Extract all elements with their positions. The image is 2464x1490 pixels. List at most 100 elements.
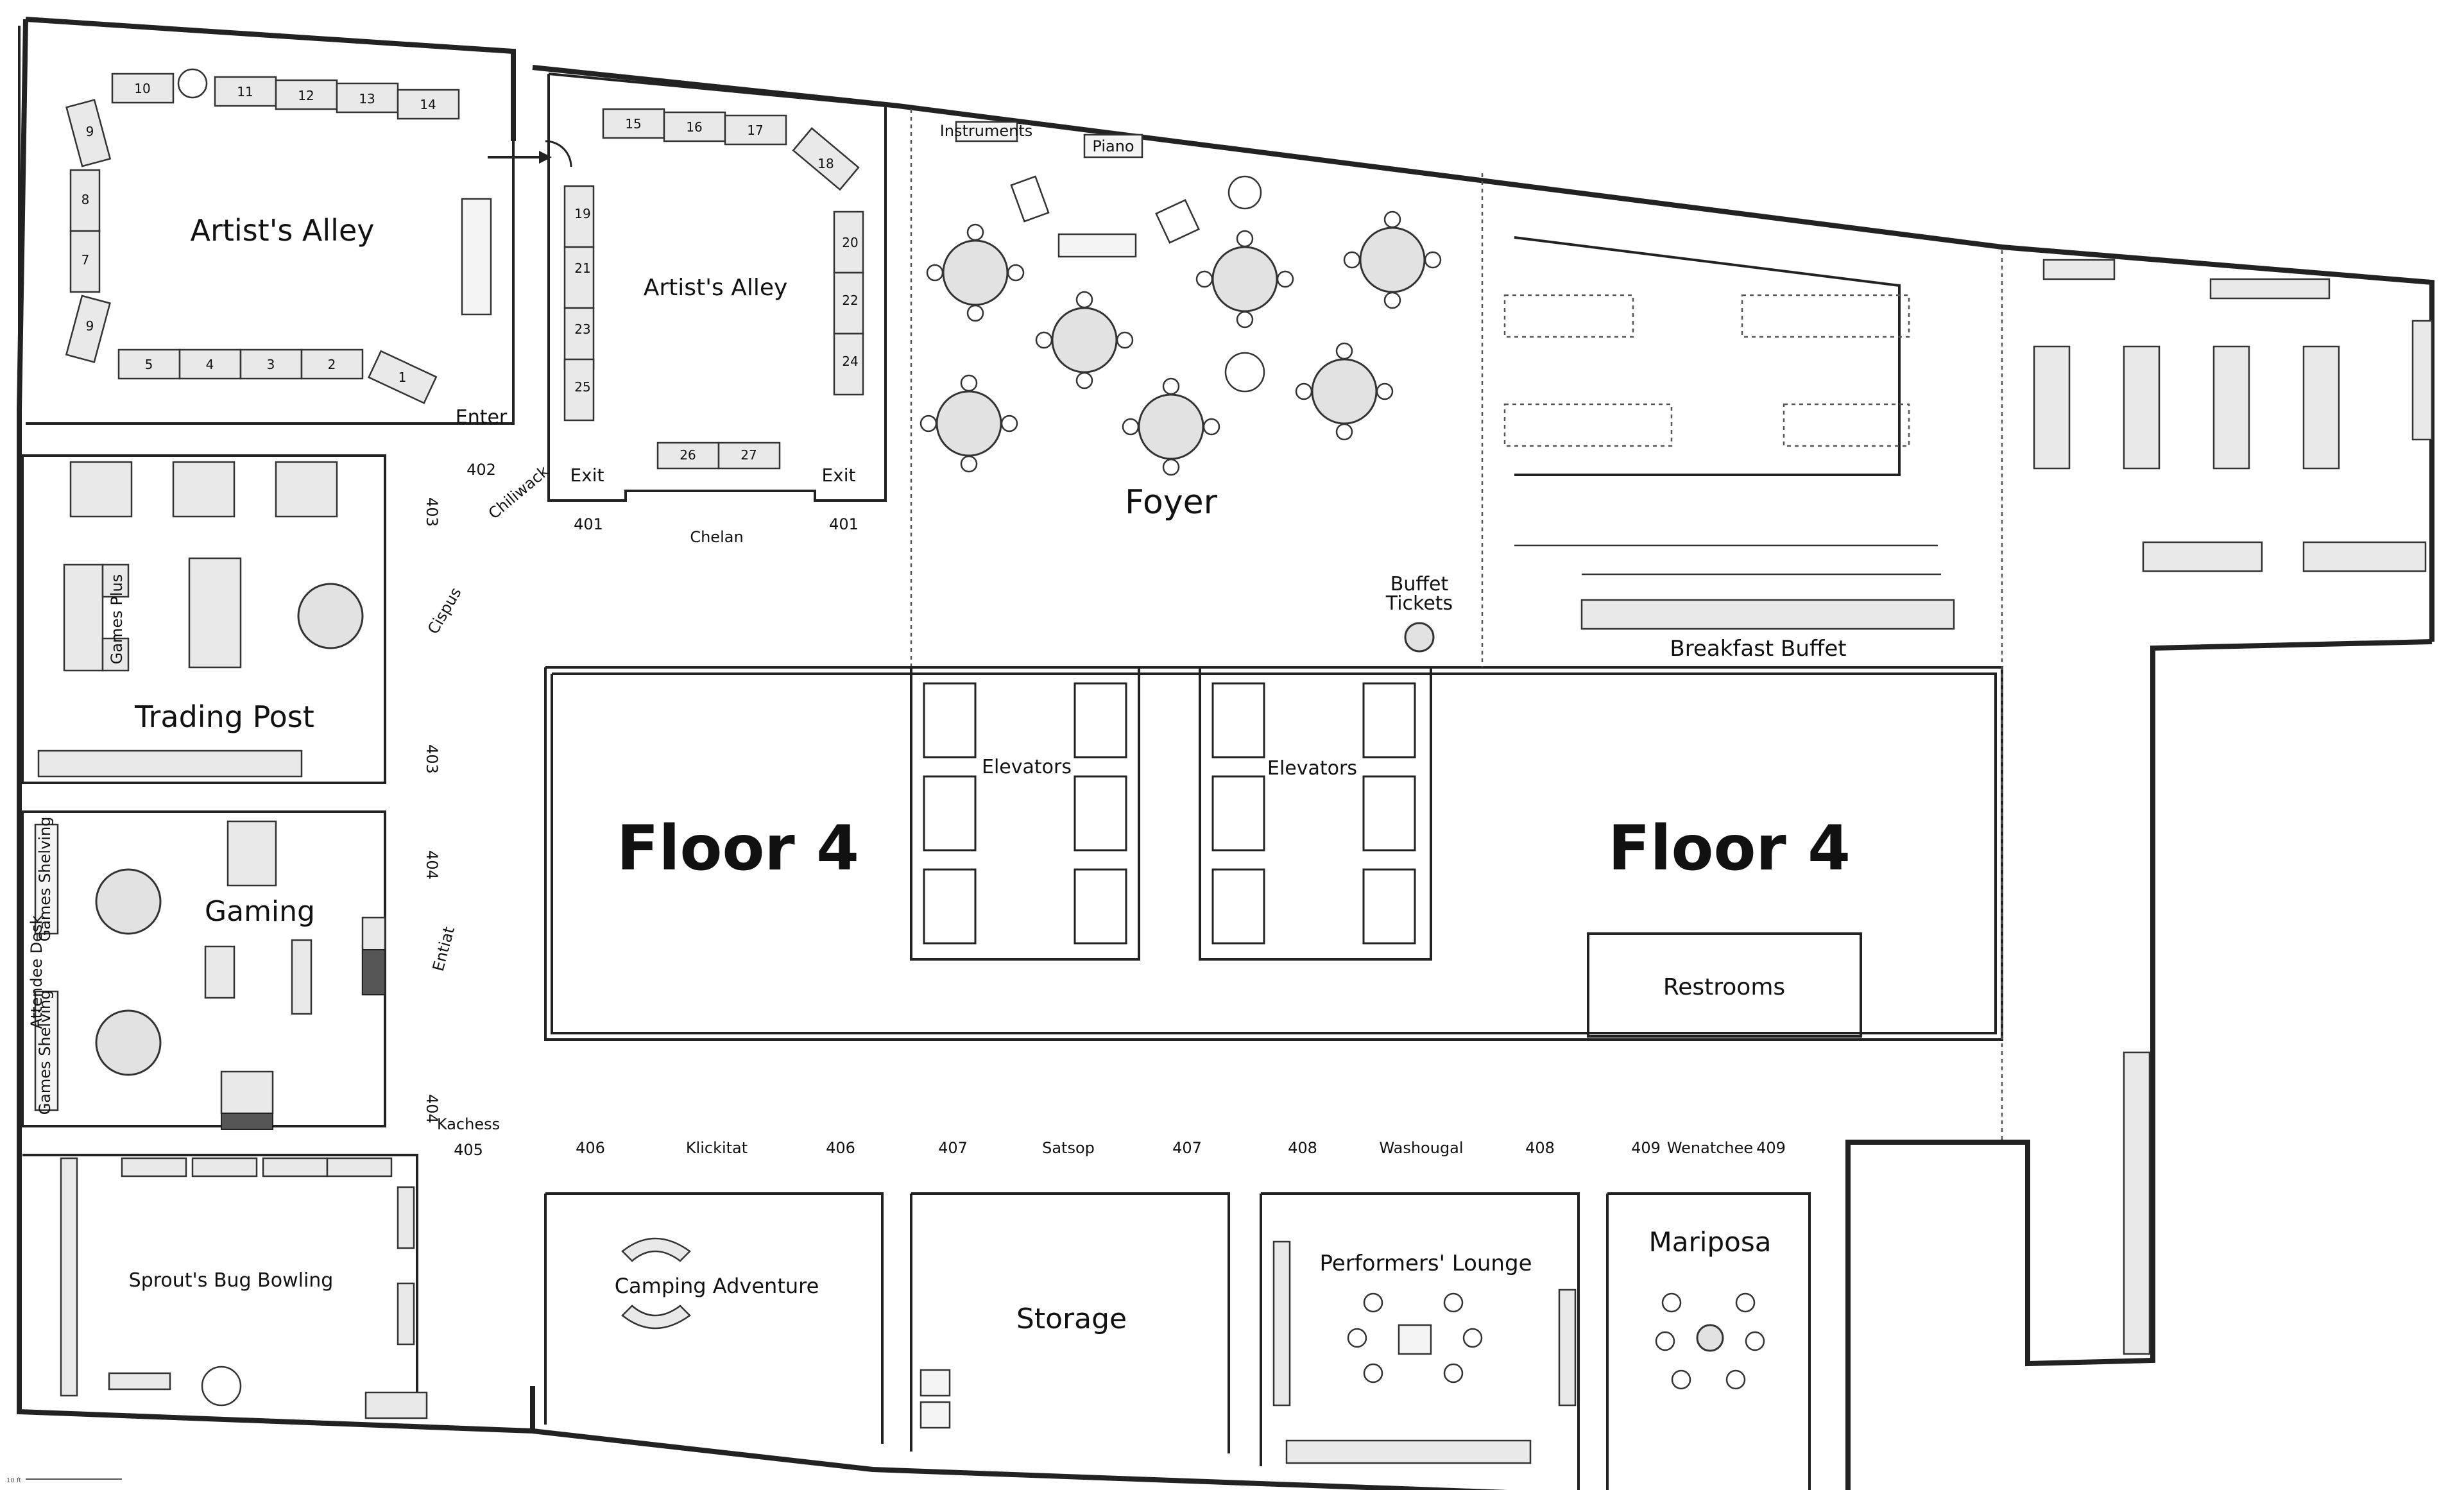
booth-label: 16 bbox=[686, 119, 702, 135]
games-plus-label: Games Plus bbox=[108, 574, 126, 664]
door-label-407: 407 bbox=[1172, 1139, 1202, 1157]
corridor-label-cispus: Cispus bbox=[424, 585, 465, 637]
room-label-restrooms: Restrooms bbox=[1663, 974, 1785, 1000]
booth-label: 25 bbox=[574, 379, 590, 395]
foyer-room: Instruments Piano Foyer Buffet Ticke bbox=[910, 109, 1484, 667]
elevator-bank-right: Elevators bbox=[1199, 666, 1432, 961]
buffet-tickets-label-2: Tickets bbox=[1385, 592, 1453, 615]
entry-arrow-icon bbox=[488, 140, 572, 167]
south-door-labels: 405 406 Klickitat 406 407 Satsop 407 408… bbox=[454, 1139, 1786, 1159]
booth-label: 17 bbox=[747, 123, 763, 138]
booth-label: 10 bbox=[134, 81, 150, 96]
east-wing-seating bbox=[2001, 250, 2433, 1355]
door-label-403: 403 bbox=[423, 744, 441, 774]
games-shelving-label-1: Games Shelving bbox=[36, 817, 54, 942]
exit-sign-right: Exit bbox=[821, 465, 855, 486]
booth-label: 15 bbox=[625, 116, 641, 132]
booth-label: 2 bbox=[328, 357, 336, 372]
camping-adventure-room: Camping Adventure bbox=[615, 1237, 819, 1330]
mariposa-room: Mariposa bbox=[1649, 1226, 1772, 1390]
booth-numbers-west: 10 11 12 13 14 9 8 7 9 5 4 3 2 1 bbox=[81, 81, 436, 385]
booth-label: 13 bbox=[359, 91, 375, 107]
booth-label: 23 bbox=[574, 321, 590, 337]
booth-label: 7 bbox=[81, 252, 90, 268]
door-label-409: 409 bbox=[1631, 1139, 1661, 1157]
door-label-401: 401 bbox=[574, 515, 603, 533]
door-label-406: 406 bbox=[576, 1139, 605, 1157]
corridor-label-klickitat: Klickitat bbox=[686, 1139, 748, 1157]
breakfast-buffet-area: Breakfast Buffet bbox=[1503, 236, 1955, 662]
artists-alley-east-room: 15 16 17 18 19 21 23 25 20 22 24 26 27 A… bbox=[547, 73, 887, 502]
performers-lounge-room: Performers' Lounge bbox=[1272, 1240, 1577, 1464]
door-label-403: 403 bbox=[423, 497, 441, 527]
room-label-camping-adventure: Camping Adventure bbox=[615, 1274, 819, 1298]
room-label-artists-alley-west: Artist's Alley bbox=[191, 213, 375, 248]
door-label-405: 405 bbox=[454, 1141, 483, 1159]
corridor-label-entiat: Entiat bbox=[429, 925, 458, 973]
room-label-breakfast-buffet: Breakfast Buffet bbox=[1670, 636, 1846, 662]
room-label-foyer: Foyer bbox=[1125, 483, 1218, 522]
corridor-label-satsop: Satsop bbox=[1042, 1139, 1095, 1157]
booth-label: 26 bbox=[680, 447, 696, 463]
restrooms-room: Restrooms bbox=[1587, 932, 1862, 1038]
door-label-406: 406 bbox=[826, 1139, 855, 1157]
booth-label: 1 bbox=[398, 370, 407, 385]
trading-post-room: Games Plus Trading Post Cispus 403 403 bbox=[21, 454, 465, 784]
scale-label: 10 ft bbox=[6, 1477, 21, 1484]
booth-label: 22 bbox=[842, 293, 858, 308]
door-label-402: 402 bbox=[466, 461, 496, 479]
door-label-408: 408 bbox=[1525, 1139, 1555, 1157]
exit-sign-left: Exit bbox=[570, 465, 604, 486]
round-table-chairs bbox=[920, 210, 1442, 476]
room-label-performers-lounge: Performers' Lounge bbox=[1320, 1251, 1532, 1276]
door-label-408: 408 bbox=[1288, 1139, 1317, 1157]
scale-bar: 10 ft bbox=[6, 1477, 122, 1484]
booth-label: 19 bbox=[574, 206, 590, 221]
room-label-trading-post: Trading Post bbox=[134, 699, 314, 734]
storage-room: Storage bbox=[920, 1303, 1127, 1429]
corridor-label-wenatchee: Wenatchee bbox=[1667, 1139, 1753, 1157]
door-label-404: 404 bbox=[423, 1094, 441, 1124]
room-label-mariposa: Mariposa bbox=[1649, 1226, 1772, 1258]
booth-label: 3 bbox=[267, 357, 275, 372]
corridor-label-chelan: Chelan bbox=[690, 528, 743, 546]
games-shelving-label-2: Games Shelving bbox=[36, 990, 54, 1115]
elevators-label-right: Elevators bbox=[1267, 757, 1357, 780]
booth-label: 8 bbox=[81, 192, 90, 207]
corridor-label-washougal: Washougal bbox=[1379, 1139, 1463, 1157]
booth-label: 5 bbox=[145, 357, 153, 372]
sprouts-bug-bowling-room: Sprout's Bug Bowling bbox=[22, 1154, 428, 1419]
booth-label: 18 bbox=[817, 156, 834, 171]
corridor-label-kachess: Kachess bbox=[437, 1115, 500, 1133]
booth-label: 11 bbox=[237, 84, 253, 99]
floor-label-left: Floor 4 bbox=[617, 812, 859, 884]
enter-sign: Enter bbox=[456, 406, 508, 429]
instruments-label: Instruments bbox=[940, 122, 1033, 140]
door-label-409: 409 bbox=[1756, 1139, 1786, 1157]
booth-label: 4 bbox=[206, 357, 214, 372]
booth-label: 21 bbox=[574, 261, 590, 276]
south-room-walls bbox=[544, 1192, 1811, 1490]
room-label-gaming: Gaming bbox=[205, 895, 315, 928]
piano-label: Piano bbox=[1092, 137, 1134, 155]
buffet-tickets-label-1: Buffet bbox=[1390, 573, 1449, 595]
room-label-sprouts-bug-bowling: Sprout's Bug Bowling bbox=[129, 1269, 334, 1292]
booth-row-top bbox=[65, 68, 492, 404]
booth-label: 24 bbox=[842, 354, 858, 369]
attendee-desk-label: Attendee Desk bbox=[28, 915, 46, 1029]
booth-label: 12 bbox=[298, 88, 314, 103]
booth-label: 14 bbox=[420, 97, 436, 112]
elevators-label-left: Elevators bbox=[982, 756, 1072, 778]
booth-label: 9 bbox=[86, 318, 94, 334]
gaming-room: Games Shelving Games Shelving Attendee D… bbox=[21, 810, 458, 1130]
elevator-bank-left: Elevators bbox=[910, 666, 1140, 961]
door-label-401: 401 bbox=[829, 515, 859, 533]
floor-label-right: Floor 4 bbox=[1608, 812, 1851, 884]
booth-label: 27 bbox=[740, 447, 757, 463]
room-label-artists-alley-east: Artist's Alley bbox=[644, 275, 788, 301]
door-label-407: 407 bbox=[938, 1139, 968, 1157]
artists-alley-west-room: 10 11 12 13 14 9 8 7 9 5 4 3 2 1 Artist'… bbox=[18, 26, 515, 425]
booth-label: 9 bbox=[86, 124, 94, 139]
booth-label: 20 bbox=[842, 235, 858, 250]
